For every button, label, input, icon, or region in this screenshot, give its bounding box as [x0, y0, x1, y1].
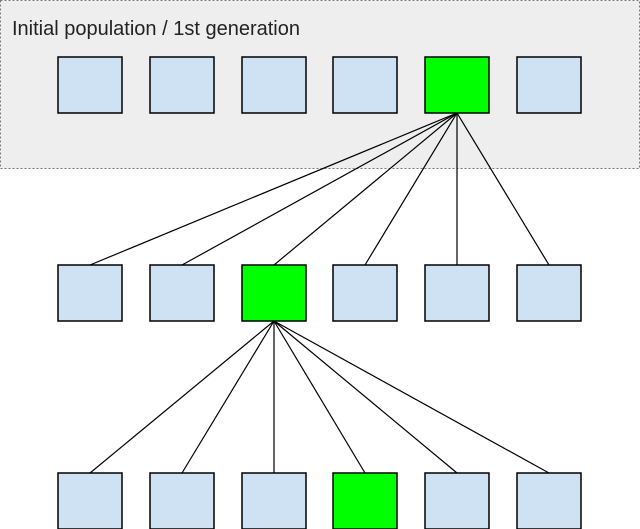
edge-gen2-to-gen3-ind5: [273, 320, 458, 474]
edge-gen1-to-gen2-ind1: [89, 112, 458, 266]
individual-gen2-1: [57, 264, 123, 322]
selected-individual-gen3-4: [332, 472, 398, 529]
edge-gen2-to-gen3-ind1: [89, 320, 275, 474]
individual-gen2-6: [516, 264, 582, 322]
edge-gen1-to-gen2-ind3: [273, 112, 458, 266]
edge-gen2-to-gen3-ind6: [273, 320, 550, 474]
edge-gen1-to-gen2-ind4: [364, 112, 458, 266]
individual-gen3-2: [149, 472, 215, 529]
edge-gen2-to-gen3-ind4: [273, 320, 366, 474]
first-generation-label: Initial population / 1st generation: [12, 18, 300, 40]
selected-individual-gen2-3: [241, 264, 307, 322]
selected-individual-gen1-5: [424, 56, 490, 114]
individual-gen3-3: [241, 472, 307, 529]
individual-gen1-4: [332, 56, 398, 114]
edge-gen1-to-gen2-ind2: [181, 112, 458, 266]
edge-gen2-to-gen3-ind2: [181, 320, 275, 474]
individual-gen1-3: [241, 56, 307, 114]
edges: [89, 112, 550, 474]
individual-gen1-2: [149, 56, 215, 114]
individual-gen2-4: [332, 264, 398, 322]
individual-gen3-5: [424, 472, 490, 529]
individual-gen1-6: [516, 56, 582, 114]
edge-gen1-to-gen2-ind6: [456, 112, 550, 266]
individuals: [57, 56, 582, 529]
individual-gen3-6: [516, 472, 582, 529]
individual-gen2-2: [149, 264, 215, 322]
individual-gen1-1: [57, 56, 123, 114]
individual-gen3-1: [57, 472, 123, 529]
individual-gen2-5: [424, 264, 490, 322]
